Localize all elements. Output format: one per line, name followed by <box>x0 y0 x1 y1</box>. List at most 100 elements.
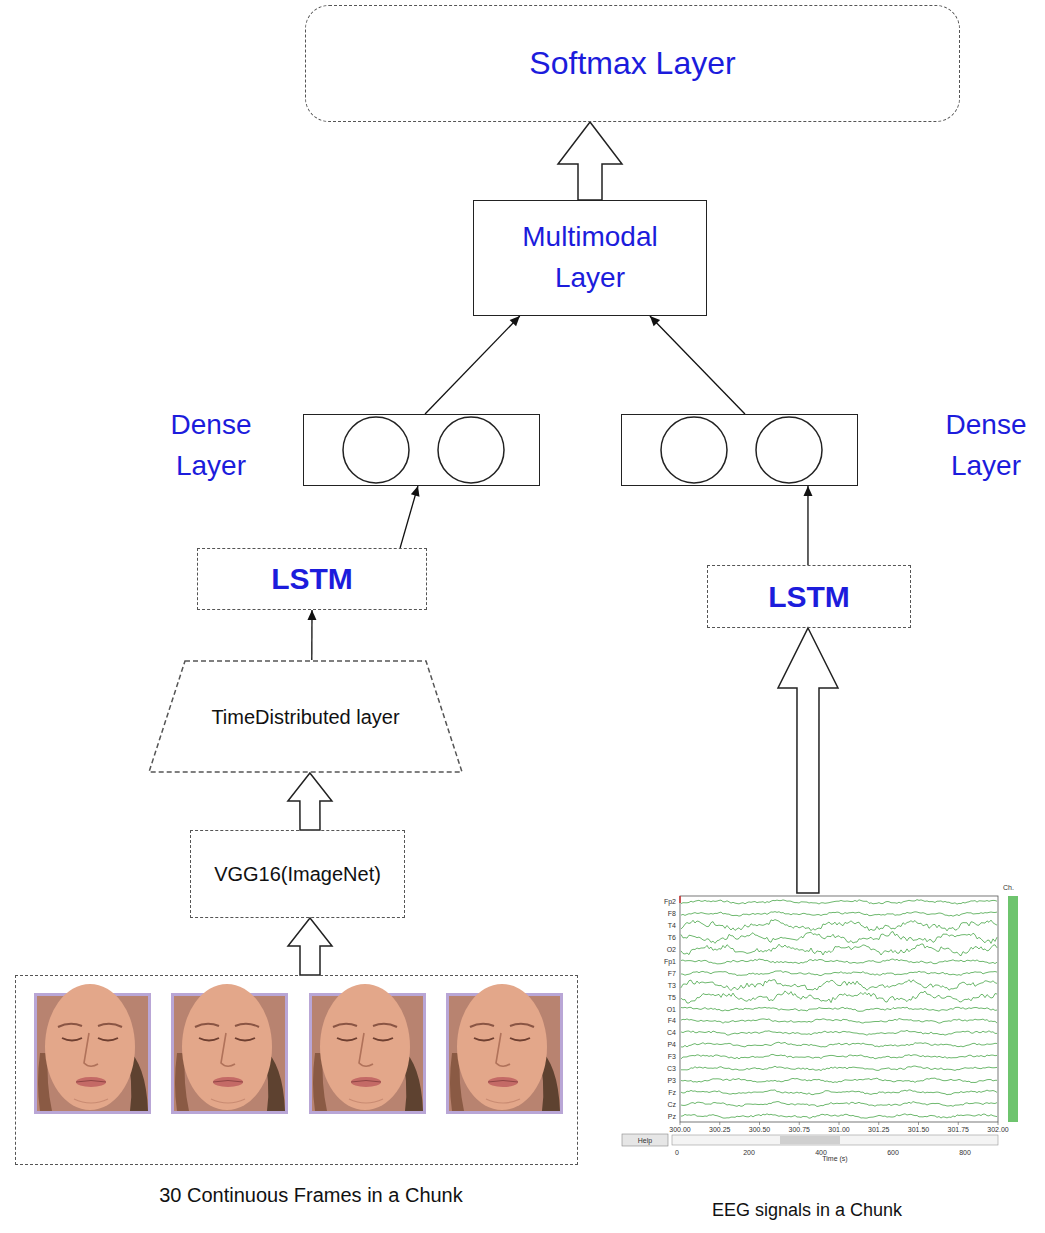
layer-label: LSTM <box>768 579 850 615</box>
channel-name: T4 <box>642 922 676 929</box>
block-arrow <box>558 122 622 200</box>
axis-label: Time (s) <box>805 1155 865 1162</box>
axis-label: 302.00 <box>983 1126 1013 1133</box>
channel-name: T3 <box>642 982 676 989</box>
eeg-trace <box>681 1019 997 1024</box>
axis-label: 300.50 <box>745 1126 775 1133</box>
text-group: LSTM <box>271 561 353 597</box>
channel-name: T5 <box>642 994 676 1001</box>
face-frame <box>446 984 563 1114</box>
eeg-trace <box>681 1030 997 1035</box>
eeg-trace <box>681 971 997 976</box>
block-arrow <box>288 918 332 975</box>
channel-name: T6 <box>642 934 676 941</box>
neuron-circles <box>622 415 859 487</box>
eeg-trace <box>681 1078 997 1083</box>
eeg-plot-illustration <box>620 893 1025 1160</box>
arrow-head <box>411 486 420 497</box>
layer-heading: Dense Layer <box>153 405 269 486</box>
channel-name: C4 <box>642 1029 676 1036</box>
neuron <box>343 417 409 483</box>
dense-layer-box: Dense Layer <box>621 414 858 486</box>
eeg-trace <box>681 944 997 956</box>
softmax-layer-box: Softmax Layer <box>305 5 960 122</box>
channel-name: O2 <box>642 946 676 953</box>
connector-line <box>425 316 520 414</box>
arrow-head <box>307 610 316 620</box>
layer-label: Softmax Layer <box>529 44 735 82</box>
eeg-trace <box>681 900 997 905</box>
axis-label: 301.00 <box>824 1126 854 1133</box>
channel-name: F4 <box>642 1017 676 1024</box>
eeg-trace <box>681 980 997 991</box>
arrow-connector <box>650 316 745 414</box>
eeg-trace <box>681 1007 997 1011</box>
face-frame <box>34 984 151 1114</box>
arrow-connector <box>425 316 520 414</box>
text-group: Softmax Layer <box>529 44 735 82</box>
arrow-head <box>803 486 812 496</box>
eeg-trace <box>681 1054 997 1059</box>
text-group: VGG16(ImageNet) <box>214 862 381 886</box>
neuron <box>438 417 504 483</box>
arrow-head <box>650 316 660 326</box>
axis-label: 400 <box>809 1149 833 1156</box>
axis-label: 301.75 <box>943 1126 973 1133</box>
chunk-caption: 30 Continuous Frames in a Chunk <box>16 1184 606 1207</box>
chunk-caption: EEG signals in a Chunk <box>607 1200 1007 1221</box>
eeg-trace <box>681 920 997 931</box>
lstm-box: LSTM <box>197 548 427 610</box>
dense-layer-box: Dense Layer <box>303 414 540 486</box>
channel-name: C3 <box>642 1065 676 1072</box>
axis-label: Ch. <box>1003 884 1023 891</box>
lstm-box: LSTM <box>707 565 911 628</box>
channel-name: Cz <box>642 1101 676 1108</box>
axis-label: 800 <box>953 1149 977 1156</box>
layer-label: VGG16(ImageNet) <box>214 862 381 886</box>
help-button <box>622 1134 668 1146</box>
face-frame <box>171 984 288 1114</box>
block-arrow-outline <box>288 918 332 975</box>
axis-label: 300.25 <box>705 1126 735 1133</box>
arrow-connector <box>400 486 419 548</box>
channel-name: Pz <box>642 1113 676 1120</box>
vgg16-box: VGG16(ImageNet) <box>190 830 405 918</box>
multimodal-layer-box: Multimodal Layer <box>473 200 707 316</box>
arrow-head <box>510 316 520 326</box>
eeg-trace <box>681 1066 997 1071</box>
channel-name: O1 <box>642 1006 676 1013</box>
scroll-bar <box>672 1135 998 1145</box>
scroll-thumb <box>780 1136 840 1144</box>
face-frames-illustration <box>16 976 579 1166</box>
frames-chunk-box: 30 Continuous Frames in a Chunk <box>15 975 578 1165</box>
eeg-trace <box>681 1102 997 1107</box>
text-group: TimeDistributed layer <box>211 705 399 729</box>
arrow-connector <box>803 486 812 565</box>
text-group: Multimodal Layer <box>505 217 675 298</box>
timedistributed-trapezoid: TimeDistributed layer <box>148 660 463 773</box>
channel-name: F7 <box>642 970 676 977</box>
text-group: LSTM <box>768 579 850 615</box>
axis-label: 0 <box>665 1149 689 1156</box>
block-arrow-outline <box>558 122 622 200</box>
eeg-trace <box>681 932 997 944</box>
channel-name: Fp2 <box>642 898 676 905</box>
axis-label: 200 <box>737 1149 761 1156</box>
layer-label: Multimodal Layer <box>505 217 675 298</box>
face-frame <box>309 984 426 1114</box>
axis-label: 300.75 <box>784 1126 814 1133</box>
channel-name: P3 <box>642 1077 676 1084</box>
eeg-trace <box>681 1114 997 1118</box>
eeg-trace <box>681 1090 997 1095</box>
eeg-trace <box>681 1042 997 1047</box>
eeg-trace <box>681 912 997 917</box>
eeg-chunk-panel: EEG signals in a ChunkCh.Fp2F8T4T6O2Fp1F… <box>620 893 1025 1160</box>
arrow-connector <box>307 610 316 660</box>
channel-name: F3 <box>642 1053 676 1060</box>
block-arrow-outline <box>778 628 838 893</box>
layer-label: LSTM <box>271 561 353 597</box>
axis-label: 600 <box>881 1149 905 1156</box>
axis-label: 301.50 <box>904 1126 934 1133</box>
channel-name: P4 <box>642 1041 676 1048</box>
